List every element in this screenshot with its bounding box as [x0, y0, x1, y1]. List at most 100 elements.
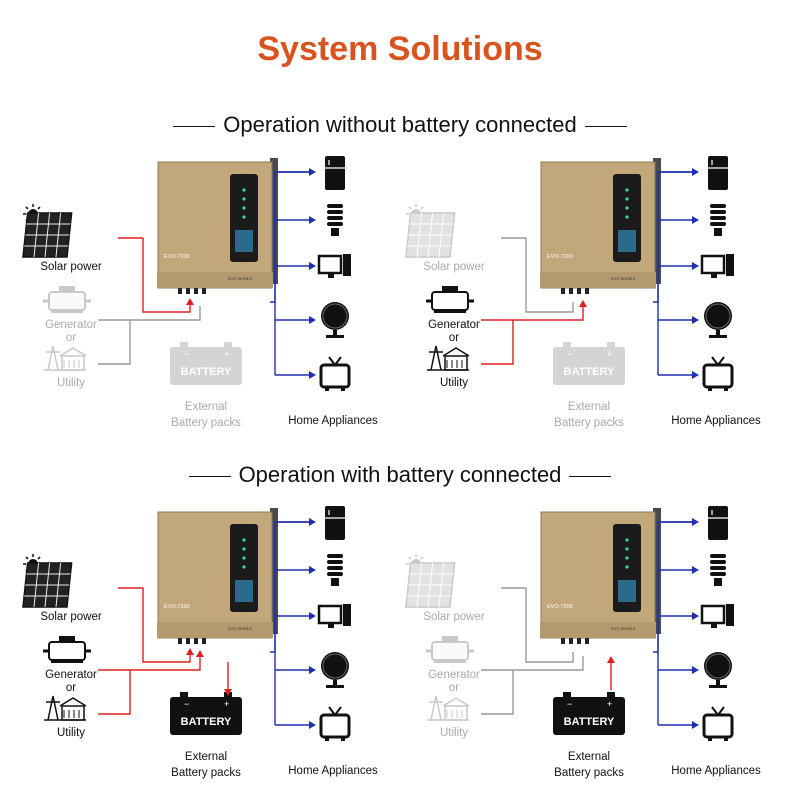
lightbulb-icon [327, 204, 343, 236]
generator-label: Generator [45, 319, 97, 331]
scenario-panel-battery-all-sources: Solar powerGeneratororUtilityEVO-7200EVO… [22, 506, 378, 779]
battery-packs-label: Battery packs [171, 767, 241, 779]
or-label: or [66, 332, 76, 344]
inverter-model-label: EVO-7200 [164, 604, 190, 610]
fan-icon [321, 652, 349, 688]
battery-packs-label: Battery packs [171, 417, 241, 429]
generator-input-line [98, 656, 201, 671]
solar-panel-icon [405, 562, 456, 608]
battery-icon: − + BATTERY [553, 692, 625, 735]
utility-label: Utility [57, 727, 85, 739]
arrow-head [692, 168, 699, 176]
inverter-model-label: EVO-7200 [547, 254, 573, 260]
arrow-head [692, 371, 699, 379]
fridge-icon [325, 506, 345, 540]
arrow-head [692, 721, 699, 729]
generator-input-line [481, 656, 584, 671]
arrow-head [186, 298, 194, 305]
lightbulb-icon [327, 554, 343, 586]
section-heading-without-battery: Operation without battery connected [0, 112, 800, 138]
fan-icon [321, 302, 349, 338]
external-label: External [568, 751, 610, 763]
generator-icon [426, 636, 474, 663]
inverter-terminal [577, 638, 581, 644]
battery-label: BATTERY [564, 716, 615, 728]
solar-input-line [118, 237, 191, 313]
utility-label: Utility [440, 377, 468, 389]
inverter-terminal [569, 288, 573, 294]
tv-icon [319, 356, 351, 391]
inverter-terminal [561, 288, 565, 294]
utility-grid-icon [427, 345, 470, 371]
inverter-terminal [178, 288, 182, 294]
scenario-panel-no-battery-grid: Solar powerGeneratororUtilityEVO-7200EVO… [405, 156, 761, 429]
arrow-head [224, 689, 232, 696]
inverter-terminal [577, 288, 581, 294]
fan-icon [704, 652, 732, 688]
utility-grid-icon [44, 345, 87, 371]
generator-icon [426, 286, 474, 313]
utility-input-line [481, 670, 514, 715]
utility-input-line [481, 320, 514, 365]
tv-icon [702, 356, 734, 391]
solar-panel-icon [22, 562, 73, 608]
inverter-terminal [561, 638, 565, 644]
solar-input-line [501, 237, 574, 313]
battery-label: BATTERY [181, 716, 232, 728]
home-appliances-label: Home Appliances [671, 765, 761, 777]
inverter-terminal [585, 638, 589, 644]
arrow-head [309, 371, 316, 379]
battery-plus-sign: + [607, 699, 612, 709]
arrow-head [579, 300, 587, 307]
solar-power-label: Solar power [40, 261, 102, 273]
utility-grid-icon [44, 695, 87, 721]
arrow-head [186, 648, 194, 655]
solar-power-label: Solar power [423, 261, 485, 273]
arrow-head [692, 262, 699, 270]
scenario-panel-battery-only: Solar powerGeneratororUtilityEVO-7200EVO… [405, 506, 761, 779]
inverter-terminal [194, 638, 198, 644]
solar-power-label: Solar power [40, 611, 102, 623]
arrow-head [692, 566, 699, 574]
tv-icon [319, 706, 351, 741]
computer-icon [700, 604, 734, 628]
utility-input-line [98, 670, 131, 715]
section-heading-with-battery: Operation with battery connected [0, 462, 800, 488]
page-title: System Solutions [257, 30, 543, 68]
solar-panel-icon [405, 212, 456, 258]
arrow-head [692, 316, 699, 324]
external-label: External [568, 401, 610, 413]
arrow-head [309, 168, 316, 176]
battery-icon: −+BATTERY [170, 342, 242, 385]
home-appliances-label: Home Appliances [288, 415, 378, 427]
generator-input-line [481, 306, 584, 321]
battery-minus-sign: − [184, 699, 189, 709]
inverter-terminal [194, 288, 198, 294]
inverter-terminal [569, 638, 573, 644]
arrow-head [309, 316, 316, 324]
inverter-terminal [202, 638, 206, 644]
arrow-head [196, 650, 204, 657]
battery-plus-sign: + [224, 349, 229, 359]
fan-icon [704, 302, 732, 338]
computer-icon [317, 254, 351, 278]
arrow-head [692, 518, 699, 526]
arrow-head [309, 518, 316, 526]
battery-minus-sign: − [567, 349, 572, 359]
computer-icon [700, 254, 734, 278]
lightbulb-icon [710, 204, 726, 236]
arrow-head [309, 566, 316, 574]
utility-input-line [98, 320, 131, 365]
inverter-model-label: EVO-7200 [164, 254, 190, 260]
arrow-head [309, 262, 316, 270]
arrow-head [692, 216, 699, 224]
battery-label: BATTERY [564, 366, 615, 378]
solar-input-line [118, 587, 191, 663]
battery-icon: −+BATTERY [170, 692, 242, 735]
scenario-panel-no-battery-solar: Solar powerGeneratororUtilityEVO-7200EVO… [22, 156, 378, 429]
tv-icon [702, 706, 734, 741]
battery-minus-sign: − [567, 699, 572, 709]
